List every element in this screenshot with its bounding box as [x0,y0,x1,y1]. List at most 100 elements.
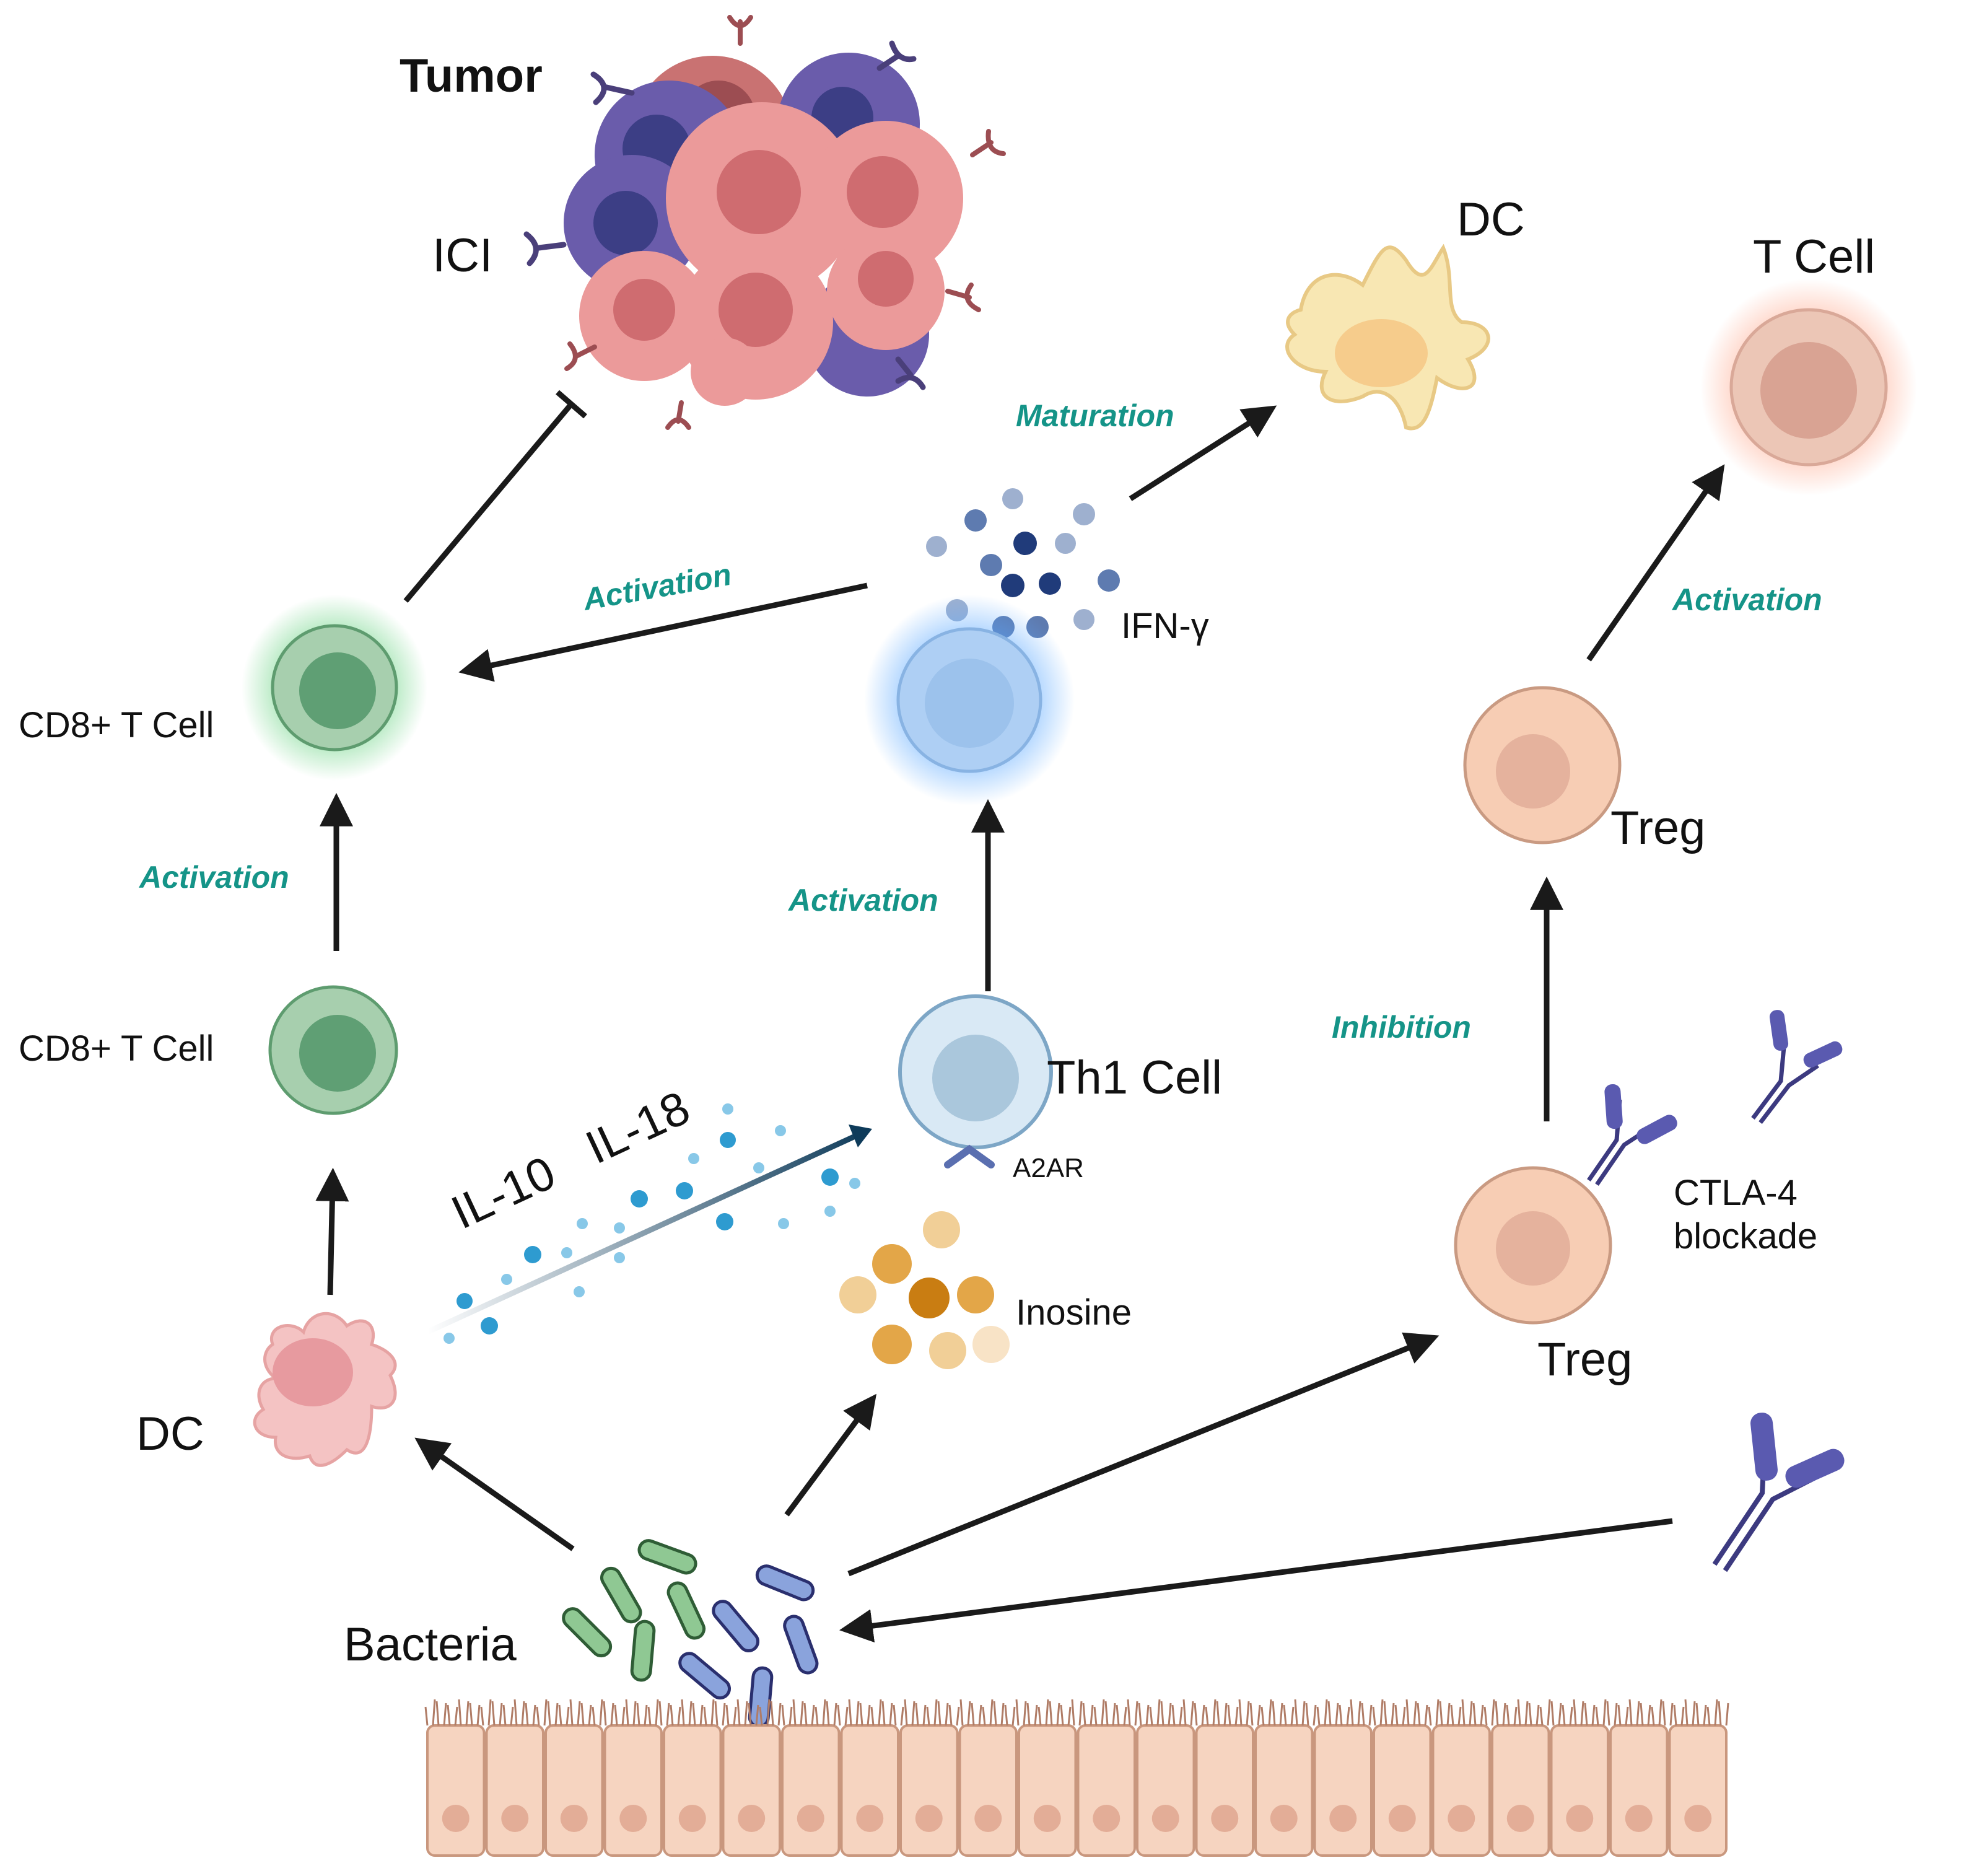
th1-cell-activated [864,595,1075,805]
epithelial-nucleus [1151,1805,1179,1832]
tumor-cluster [523,15,1006,430]
epithelial-nucleus [1448,1805,1475,1832]
epithelial-nucleus [501,1805,529,1832]
epithelial-cell [1668,1724,1728,1857]
epithelial-cell [1136,1724,1195,1857]
ctla4-label-line2: blockade [1674,1216,1817,1256]
epithelial-cell [1313,1724,1373,1857]
epithelial-cell [426,1724,486,1857]
epithelial-nucleus [1566,1805,1594,1832]
epithelial-nucleus [915,1805,943,1832]
epithelial-nucleus [738,1805,766,1832]
epithelial-cell [1491,1724,1550,1857]
epithelial-cell [1195,1724,1254,1857]
arrow-dc-to-cd8 [315,1167,349,1295]
bacteria-label: Bacteria [344,1618,517,1671]
activation-th1-label: Activation [787,883,938,918]
tumor-receptors [564,15,1006,430]
epithelial-cell [1609,1724,1669,1857]
cytokine-dots [443,1103,860,1344]
cd8-top-label: CD8+ T Cell [19,705,214,745]
arrow-antibody-to-bacteria [839,1518,1673,1643]
maturation-label: Maturation [1016,398,1174,433]
epithelial-cell [958,1724,1018,1857]
t-cell-label: T Cell [1753,230,1875,283]
ifn-gamma-label: IFN-γ [1121,606,1209,646]
mature-dc-cell [1285,243,1490,431]
epithelial-cell [1373,1724,1432,1857]
il18-label: IL-18 [578,1081,697,1174]
ici-label: ICI [432,229,492,282]
epithelial-nucleus [1270,1805,1298,1832]
dc-cell-bottom [253,1312,397,1467]
inhibition-line-tumor [403,404,572,603]
intestinal-epithelium [424,1699,1729,1857]
epithelial-cell [899,1724,959,1857]
epithelial-cell [781,1724,841,1857]
epithelial-nucleus [560,1805,588,1832]
epithelial-cell [485,1724,544,1857]
dc-top-label: DC [1457,193,1525,246]
cd8-bottom-label: CD8+ T Cell [19,1028,214,1069]
epithelial-nucleus [619,1805,647,1832]
cytokine-arrow [426,1128,868,1335]
th1-label: Th1 Cell [1047,1051,1222,1104]
arrows [315,390,1725,1643]
epithelial-cell [1254,1724,1314,1857]
treg-top-label: Treg [1610,802,1705,854]
epithelial-nucleus [678,1805,706,1832]
ctla4-antibody-icon [1751,1010,1843,1124]
maturation-arrow [1129,405,1277,501]
bacteria-cluster [562,1539,819,1729]
t-cell-activated [1700,279,1917,496]
activation-arrow-t-cell [1586,464,1725,662]
dc-bottom-label: DC [136,1408,204,1460]
activation-ifn-label: Activation [579,557,734,617]
activation-t-cell-label: Activation [1671,582,1822,617]
activation-cd8-label: Activation [138,860,289,895]
treg-cell-top [1463,686,1622,844]
treg-bottom-label: Treg [1537,1333,1632,1386]
epithelial-cell [1550,1724,1609,1857]
inosine-molecules [839,1211,1010,1369]
epithelial-cell [1077,1724,1136,1857]
epithelial-nucleus [856,1805,884,1832]
epithelial-nucleus [1211,1805,1239,1832]
epithelial-nucleus [1506,1805,1534,1832]
epithelial-nucleus [1625,1805,1653,1832]
arrow-bacteria-to-inosine [784,1393,877,1517]
microvilli [424,1699,1729,1726]
epithelial-nucleus [1033,1805,1061,1832]
activation-arrow-cd8-from-ifn [458,582,868,682]
epithelial-cell [1431,1724,1491,1857]
epithelial-cell [840,1724,899,1857]
a2ar-receptor-icon [944,1144,995,1168]
il10-label: IL-10 [443,1146,563,1239]
epithelial-nucleus [1329,1805,1357,1832]
epithelial-cell [722,1724,781,1857]
epithelial-nucleus [442,1805,470,1832]
epithelial-cell [603,1724,663,1857]
epithelial-cell [1018,1724,1077,1857]
arrow-bacteria-to-dc [414,1437,575,1551]
inhibition-bar [556,390,587,419]
th1-cell [898,994,1053,1149]
tumor-label: Tumor [400,50,543,102]
antibody-bound-treg-icon [1587,1084,1677,1186]
ctla4-label-line1: CTLA-4 [1674,1173,1798,1213]
inosine-label: Inosine [1016,1292,1132,1333]
inhibition-label: Inhibition [1332,1010,1471,1045]
epithelial-nucleus [797,1805,824,1832]
epithelial-cell [544,1724,604,1857]
epithelial-cell [663,1724,722,1857]
cytokine-arrowhead [849,1124,872,1147]
epithelial-nucleus [974,1805,1002,1832]
treg-cell-bottom [1454,1166,1612,1325]
arrow-bacteria-to-treg [847,1332,1440,1577]
a2ar-label: A2AR [1013,1153,1084,1183]
cd8-t-cell-activated [242,595,427,781]
epithelial-nucleus [1093,1805,1121,1832]
large-antibody-icon [1712,1413,1845,1572]
epithelial-nucleus [1388,1805,1416,1832]
